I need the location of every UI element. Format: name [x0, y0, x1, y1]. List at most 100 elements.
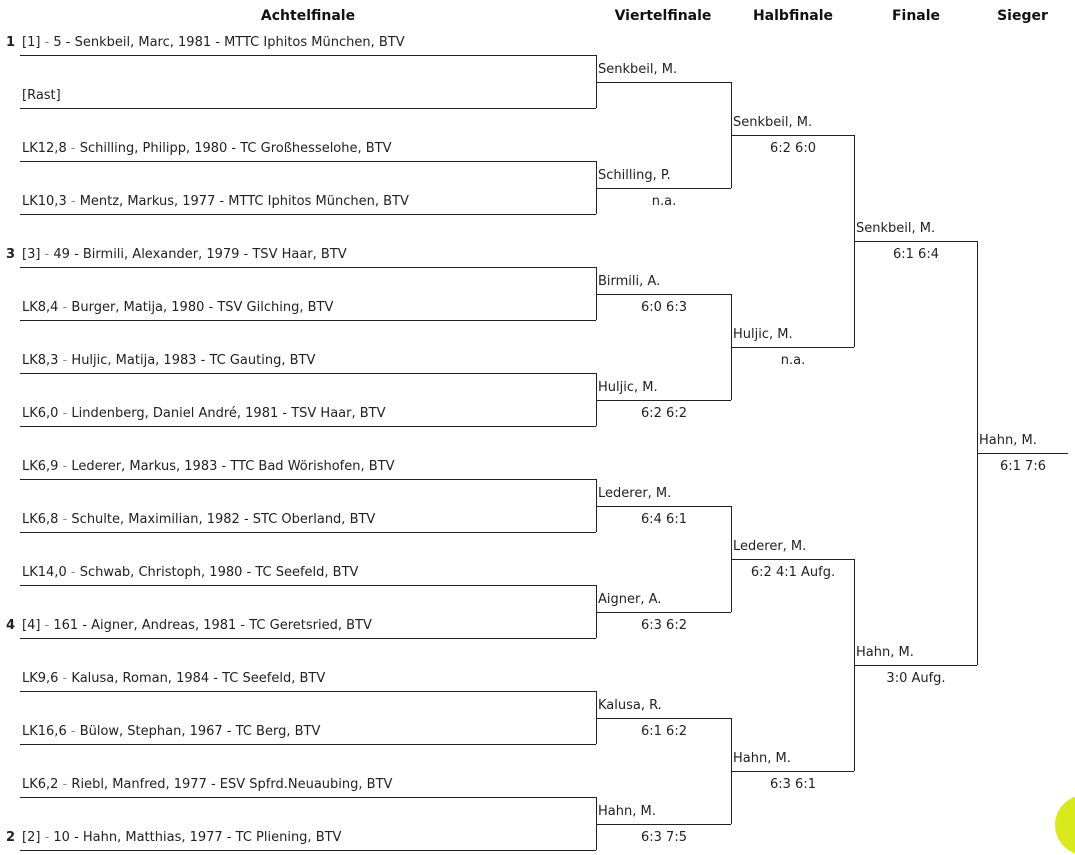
player-entry[interactable]: LK10,3 - Mentz, Markus, 1977 - MTTC Iphi… [22, 194, 409, 209]
sf-winner[interactable]: Senkbeil, M. [733, 114, 813, 130]
player-entry[interactable]: LK16,6 - Bülow, Stephan, 1967 - TC Berg,… [22, 724, 320, 739]
header-achtelfinale: Achtelfinale [260, 8, 356, 24]
header-halbfinale: Halbfinale [752, 8, 834, 24]
entry-separator: - [58, 777, 72, 792]
qf-winner[interactable]: Lederer, M. [598, 485, 672, 501]
entry-prefix: LK8,3 [22, 353, 59, 368]
entry-prefix: LK6,2 [22, 777, 59, 792]
finalist[interactable]: Hahn, M. [856, 644, 914, 660]
qf-winner[interactable]: Kalusa, R. [598, 697, 662, 713]
entry-separator: - [58, 300, 72, 315]
entry-line [20, 320, 596, 321]
entry-prefix: [1] [22, 35, 41, 50]
final-line [854, 664, 977, 666]
qf-line [596, 81, 731, 83]
entry-line [20, 850, 596, 851]
entry-line [20, 373, 596, 374]
entry-separator: - [58, 512, 72, 527]
player-entry[interactable]: LK12,8 - Schilling, Philipp, 1980 - TC G… [22, 141, 392, 156]
entry-separator: - [66, 141, 80, 156]
entry-separator: - [58, 671, 72, 686]
entry-line [20, 267, 596, 268]
entry-prefix: LK8,4 [22, 300, 59, 315]
entry-name: Lindenberg, Daniel André, 1981 - TSV Haa… [71, 406, 386, 421]
entry-separator: - [58, 353, 72, 368]
entry-name: Bülow, Stephan, 1967 - TC Berg, BTV [79, 724, 321, 739]
entry-prefix: LK14,0 [22, 565, 67, 580]
final-line [854, 240, 977, 242]
entry-name: 49 - Birmili, Alexander, 1979 - TSV Haar… [53, 247, 347, 262]
header-sieger: Sieger [997, 8, 1048, 24]
qf-winner[interactable]: Schilling, P. [598, 167, 671, 183]
player-entry[interactable]: LK8,4 - Burger, Matija, 1980 - TSV Gilch… [22, 300, 333, 315]
entry-line [20, 585, 596, 586]
sf-score: n.a. [780, 352, 806, 368]
entry-prefix: LK16,6 [22, 724, 67, 739]
player-entry[interactable]: [4] - 161 - Aigner, Andreas, 1981 - TC G… [22, 618, 372, 633]
entry-line [20, 479, 596, 480]
entry-separator: - [58, 406, 72, 421]
entry-prefix: [3] [22, 247, 41, 262]
entry-name: 10 - Hahn, Matthias, 1977 - TC Pliening,… [53, 830, 342, 845]
entry-line [20, 638, 596, 639]
qf-winner[interactable]: Hahn, M. [598, 803, 656, 819]
finalist[interactable]: Senkbeil, M. [856, 220, 936, 236]
entry-separator: - [40, 35, 54, 50]
entry-name: Burger, Matija, 1980 - TSV Gilching, BTV [71, 300, 334, 315]
header-finale: Finale [891, 8, 941, 24]
entry-line [20, 161, 596, 162]
seed-number: 2 [6, 830, 16, 845]
qf-score: 6:4 6:1 [641, 511, 687, 527]
qf-score: 6:0 6:3 [641, 299, 687, 315]
entry-separator: - [58, 459, 72, 474]
entry-separator: - [40, 830, 54, 845]
entry-prefix: LK6,9 [22, 459, 59, 474]
sf-winner[interactable]: Lederer, M. [733, 538, 807, 554]
player-entry[interactable]: [1] - 5 - Senkbeil, Marc, 1981 - MTTC Ip… [22, 35, 405, 50]
seed-number: 3 [6, 247, 16, 262]
entry-prefix: LK10,3 [22, 194, 67, 209]
sf-winner[interactable]: Huljic, M. [733, 326, 793, 342]
entry-prefix: LK12,8 [22, 141, 67, 156]
entry-line [20, 797, 596, 798]
sf-score: 6:2 4:1 Aufg. [750, 564, 836, 580]
final-score: 6:1 6:4 [893, 246, 939, 262]
entry-separator: - [40, 618, 54, 633]
qf-score: 6:3 6:2 [641, 617, 687, 633]
champion[interactable]: Hahn, M. [979, 432, 1037, 448]
sf-winner[interactable]: Hahn, M. [733, 750, 791, 766]
qf-winner[interactable]: Aigner, A. [598, 591, 662, 607]
entry-separator: - [66, 194, 80, 209]
player-entry[interactable]: [3] - 49 - Birmili, Alexander, 1979 - TS… [22, 247, 347, 262]
qf-line [596, 611, 731, 613]
qf-winner[interactable]: Huljic, M. [598, 379, 658, 395]
qf-line [596, 293, 731, 295]
qf-winner[interactable]: Senkbeil, M. [598, 61, 678, 77]
entry-line [20, 744, 596, 745]
seed-number: 1 [6, 35, 16, 50]
header-viertelfinale: Viertelfinale [614, 8, 712, 24]
player-entry[interactable]: [Rast] [22, 88, 61, 103]
entry-name: Lederer, Markus, 1983 - TTC Bad Wörishof… [71, 459, 395, 474]
qf-line [596, 399, 731, 401]
entry-name: Mentz, Markus, 1977 - MTTC Iphitos Münch… [79, 194, 409, 209]
entry-prefix: LK6,8 [22, 512, 59, 527]
entry-separator: - [66, 565, 80, 580]
qf-winner[interactable]: Birmili, A. [598, 273, 661, 289]
entry-name: Huljic, Matija, 1983 - TC Gauting, BTV [71, 353, 316, 368]
qf-score: 6:1 6:2 [641, 723, 687, 739]
entry-name: Schilling, Philipp, 1980 - TC Großhessel… [79, 141, 392, 156]
player-entry[interactable]: LK6,8 - Schulte, Maximilian, 1982 - STC … [22, 512, 375, 527]
player-entry[interactable]: LK6,9 - Lederer, Markus, 1983 - TTC Bad … [22, 459, 395, 474]
sf-line [731, 346, 854, 348]
qf-score: 6:3 7:5 [641, 829, 687, 845]
entry-prefix: LK6,0 [22, 406, 59, 421]
player-entry[interactable]: LK6,0 - Lindenberg, Daniel André, 1981 -… [22, 406, 386, 421]
sf-line [731, 134, 854, 136]
player-entry[interactable]: LK9,6 - Kalusa, Roman, 1984 - TC Seefeld… [22, 671, 325, 686]
player-entry[interactable]: [2] - 10 - Hahn, Matthias, 1977 - TC Pli… [22, 830, 341, 845]
player-entry[interactable]: LK8,3 - Huljic, Matija, 1983 - TC Gautin… [22, 353, 315, 368]
player-entry[interactable]: LK6,2 - Riebl, Manfred, 1977 - ESV Spfrd… [22, 777, 392, 792]
player-entry[interactable]: LK14,0 - Schwab, Christoph, 1980 - TC Se… [22, 565, 358, 580]
entry-name: 5 - Senkbeil, Marc, 1981 - MTTC Iphitos … [53, 35, 405, 50]
